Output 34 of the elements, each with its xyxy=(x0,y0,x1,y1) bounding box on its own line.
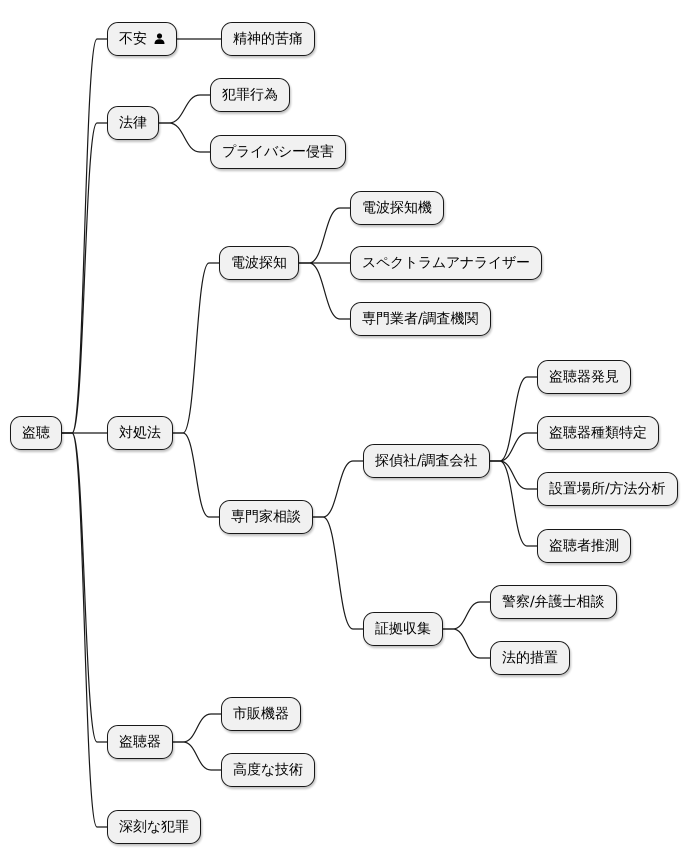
connector-line xyxy=(443,628,490,659)
topic-box: 法律 xyxy=(107,106,159,140)
topic-label: 不安 xyxy=(119,31,147,47)
topic-box: 盗聴器発見 xyxy=(537,360,631,394)
topic-box: 探偵社/調査会社 xyxy=(363,444,490,478)
connector-line xyxy=(62,432,107,828)
topic-box: 高度な技術 xyxy=(221,753,315,787)
connector-line xyxy=(299,262,350,320)
topic-box: 精神的苦痛 xyxy=(221,22,315,56)
topic-box: 盗聴器種類特定 xyxy=(537,416,659,450)
topic-box: 専門家相談 xyxy=(219,500,313,534)
connector-line xyxy=(177,38,221,40)
topic-box: 証拠収集 xyxy=(363,612,443,646)
topic-box: 深刻な犯罪 xyxy=(107,810,201,844)
topic-box: 設置場所/方法分析 xyxy=(537,472,678,506)
topic-box: 電波探知 xyxy=(219,246,299,280)
topic-box: 犯罪行為 xyxy=(210,78,290,112)
topic-box xyxy=(107,22,177,56)
topic-box: 電波探知機 xyxy=(350,191,444,225)
topic-box: プライバシー侵害 xyxy=(210,135,346,169)
topic-box: スペクトラムアナライザー xyxy=(350,246,542,280)
connector-line xyxy=(173,741,221,771)
connector-line xyxy=(159,122,210,153)
topic-box: 警察/弁護士相談 xyxy=(490,585,617,619)
connector-line xyxy=(313,516,363,630)
topic-box: 法的措置 xyxy=(490,641,570,675)
connector-line xyxy=(490,460,537,547)
topic-box: 盗聴 xyxy=(10,416,62,450)
topic-box: 対処法 xyxy=(107,416,173,450)
topic-box: 市販機器 xyxy=(221,697,301,731)
connector-line xyxy=(173,432,219,518)
topic-box: 盗聴器 xyxy=(107,725,173,759)
topic-box: 専門業者/調査機関 xyxy=(350,302,491,336)
topic-box: 盗聴者推測 xyxy=(537,529,631,563)
